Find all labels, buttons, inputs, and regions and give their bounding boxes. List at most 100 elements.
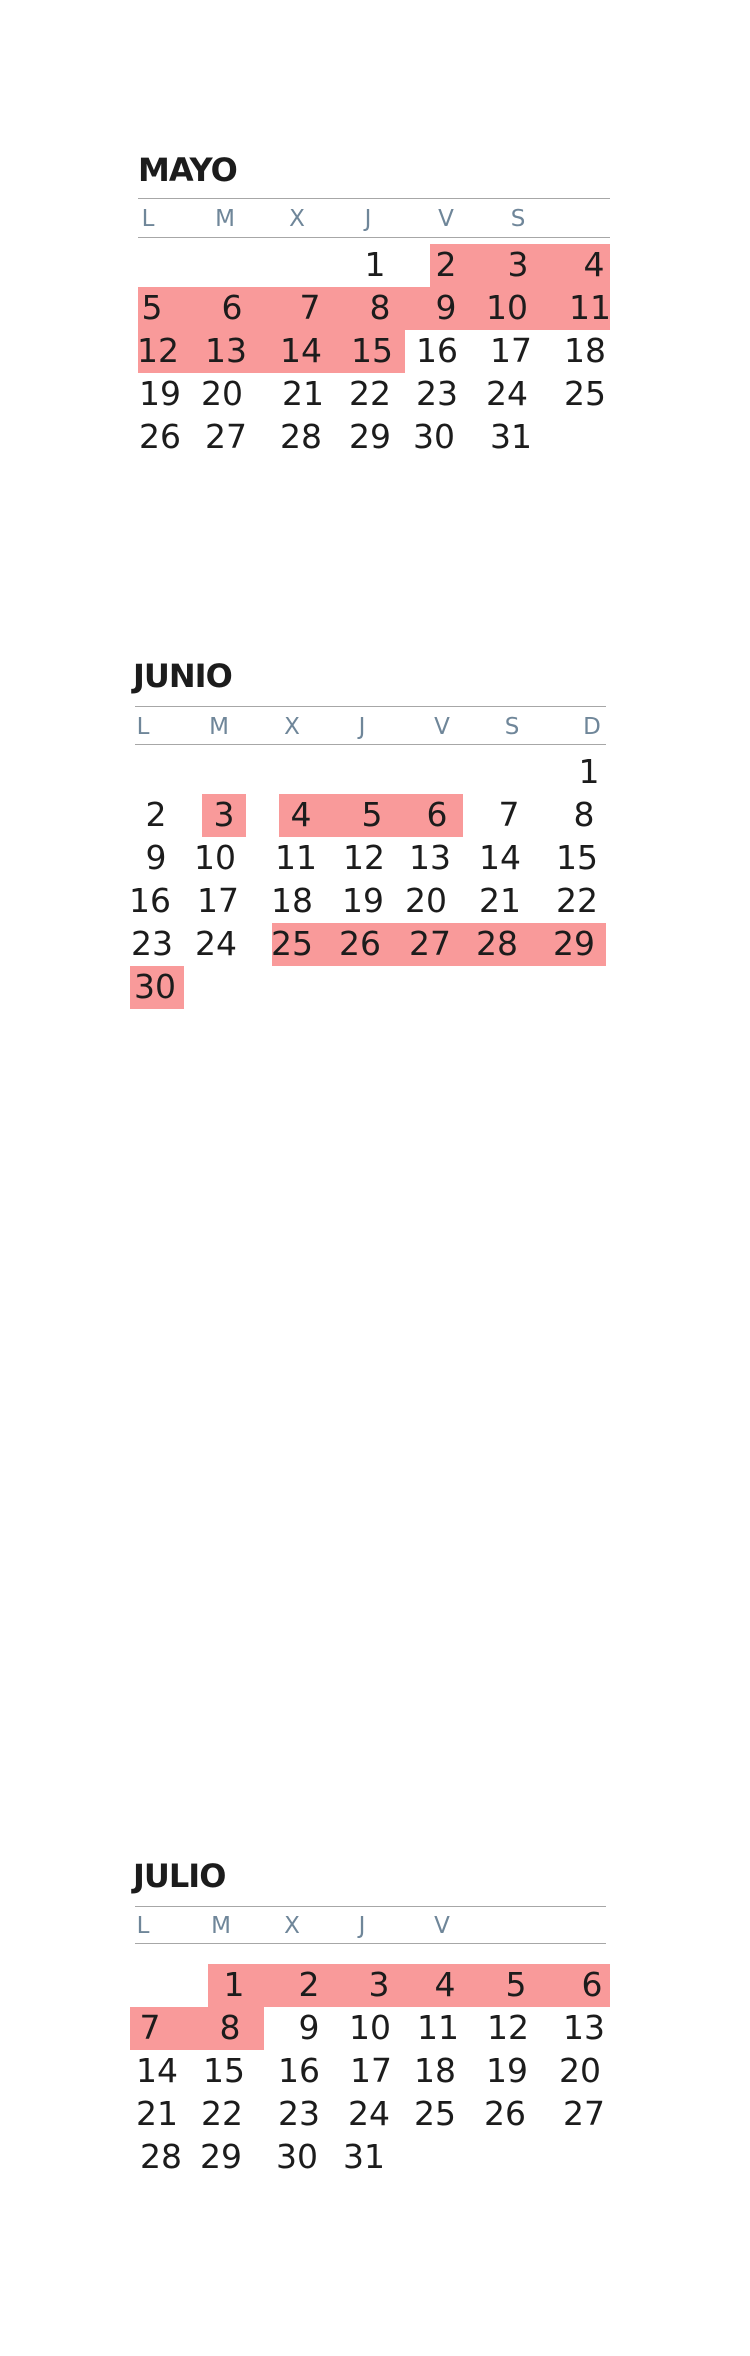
day-cell: 9 (298, 2008, 320, 2047)
day-cell: 5 (505, 1965, 527, 2004)
highlight-band (208, 1964, 610, 2007)
header-top-rule (138, 198, 610, 199)
highlight-band (202, 794, 246, 837)
header-top-rule (135, 1906, 606, 1907)
day-cell: 17 (350, 2051, 392, 2090)
day-cell: 7 (299, 288, 321, 327)
highlight-band (130, 966, 184, 1009)
day-cell: 12 (137, 331, 179, 370)
weekday-header: X (289, 206, 305, 232)
day-cell: 2 (145, 795, 167, 834)
month-title: JUNIO (133, 657, 233, 695)
day-cell: 3 (213, 795, 235, 834)
weekday-header: M (215, 206, 235, 232)
weekday-header: S (504, 714, 520, 740)
day-cell: 11 (275, 838, 317, 877)
day-cell: 18 (564, 331, 606, 370)
day-cell: 9 (145, 838, 167, 877)
weekday-header: V (434, 1913, 450, 1939)
day-cell: 6 (426, 795, 448, 834)
day-cell: 20 (201, 374, 243, 413)
day-cell: 30 (413, 417, 455, 456)
day-cell: 3 (507, 245, 529, 284)
header-bottom-rule (138, 237, 610, 238)
day-cell: 22 (201, 2094, 243, 2133)
day-cell: 2 (435, 245, 457, 284)
day-cell: 11 (417, 2008, 459, 2047)
day-cell: 18 (414, 2051, 456, 2090)
header-bottom-rule (135, 1943, 606, 1944)
day-cell: 11 (569, 288, 611, 327)
day-cell: 10 (486, 288, 528, 327)
month-title: MAYO (138, 151, 238, 189)
day-cell: 31 (343, 2137, 385, 2176)
day-cell: 7 (139, 2008, 161, 2047)
day-cell: 27 (563, 2094, 605, 2133)
weekday-header: L (136, 714, 150, 740)
weekday-header: V (434, 714, 450, 740)
day-cell: 29 (553, 924, 595, 963)
day-cell: 20 (559, 2051, 601, 2090)
day-cell: 10 (194, 838, 236, 877)
day-cell: 3 (368, 1965, 390, 2004)
weekday-header: V (438, 206, 454, 232)
day-cell: 26 (484, 2094, 526, 2133)
day-cell: 16 (129, 881, 171, 920)
day-cell: 28 (280, 417, 322, 456)
day-cell: 12 (343, 838, 385, 877)
day-cell: 24 (486, 374, 528, 413)
day-cell: 5 (361, 795, 383, 834)
month-title: JULIO (133, 1857, 226, 1895)
day-cell: 21 (479, 881, 521, 920)
weekday-header: L (136, 1913, 150, 1939)
day-cell: 7 (498, 795, 520, 834)
weekday-header: S (510, 206, 526, 232)
highlight-band (130, 2007, 264, 2050)
day-cell: 13 (563, 2008, 605, 2047)
day-cell: 20 (405, 881, 447, 920)
day-cell: 28 (476, 924, 518, 963)
day-cell: 6 (221, 288, 243, 327)
day-cell: 30 (134, 967, 176, 1006)
day-cell: 16 (278, 2051, 320, 2090)
month-may: MAYO L M X J V S 1 2 3 4 5 6 7 8 9 10 11… (0, 0, 750, 460)
day-cell: 27 (409, 924, 451, 963)
day-cell: 8 (219, 2008, 241, 2047)
day-cell: 19 (486, 2051, 528, 2090)
day-cell: 22 (556, 881, 598, 920)
day-cell: 30 (276, 2137, 318, 2176)
highlight-band (430, 244, 610, 287)
day-cell: 23 (416, 374, 458, 413)
day-cell: 10 (349, 2008, 391, 2047)
highlight-band (138, 287, 610, 330)
day-cell: 31 (490, 417, 532, 456)
day-cell: 25 (414, 2094, 456, 2133)
day-cell: 18 (271, 881, 313, 920)
day-cell: 6 (581, 1965, 603, 2004)
day-cell: 4 (583, 245, 605, 284)
day-cell: 5 (141, 288, 163, 327)
day-cell: 26 (139, 417, 181, 456)
weekday-header: M (209, 714, 229, 740)
day-cell: 1 (364, 245, 386, 284)
day-cell: 21 (282, 374, 324, 413)
day-cell: 17 (197, 881, 239, 920)
weekday-header: D (583, 714, 601, 740)
day-cell: 23 (131, 924, 173, 963)
day-cell: 1 (578, 752, 600, 791)
day-cell: 15 (203, 2051, 245, 2090)
day-cell: 15 (351, 331, 393, 370)
day-cell: 25 (271, 924, 313, 963)
day-cell: 8 (573, 795, 595, 834)
day-cell: 29 (349, 417, 391, 456)
highlight-band (279, 794, 463, 837)
day-cell: 23 (278, 2094, 320, 2133)
highlight-band (272, 923, 606, 966)
month-june: JUNIO L M X J V S D 1 2 3 4 5 6 7 8 9 10… (0, 0, 750, 1100)
day-cell: 16 (416, 331, 458, 370)
header-bottom-rule (135, 744, 606, 745)
weekday-header: L (141, 206, 155, 232)
day-cell: 17 (490, 331, 532, 370)
day-cell: 8 (369, 288, 391, 327)
